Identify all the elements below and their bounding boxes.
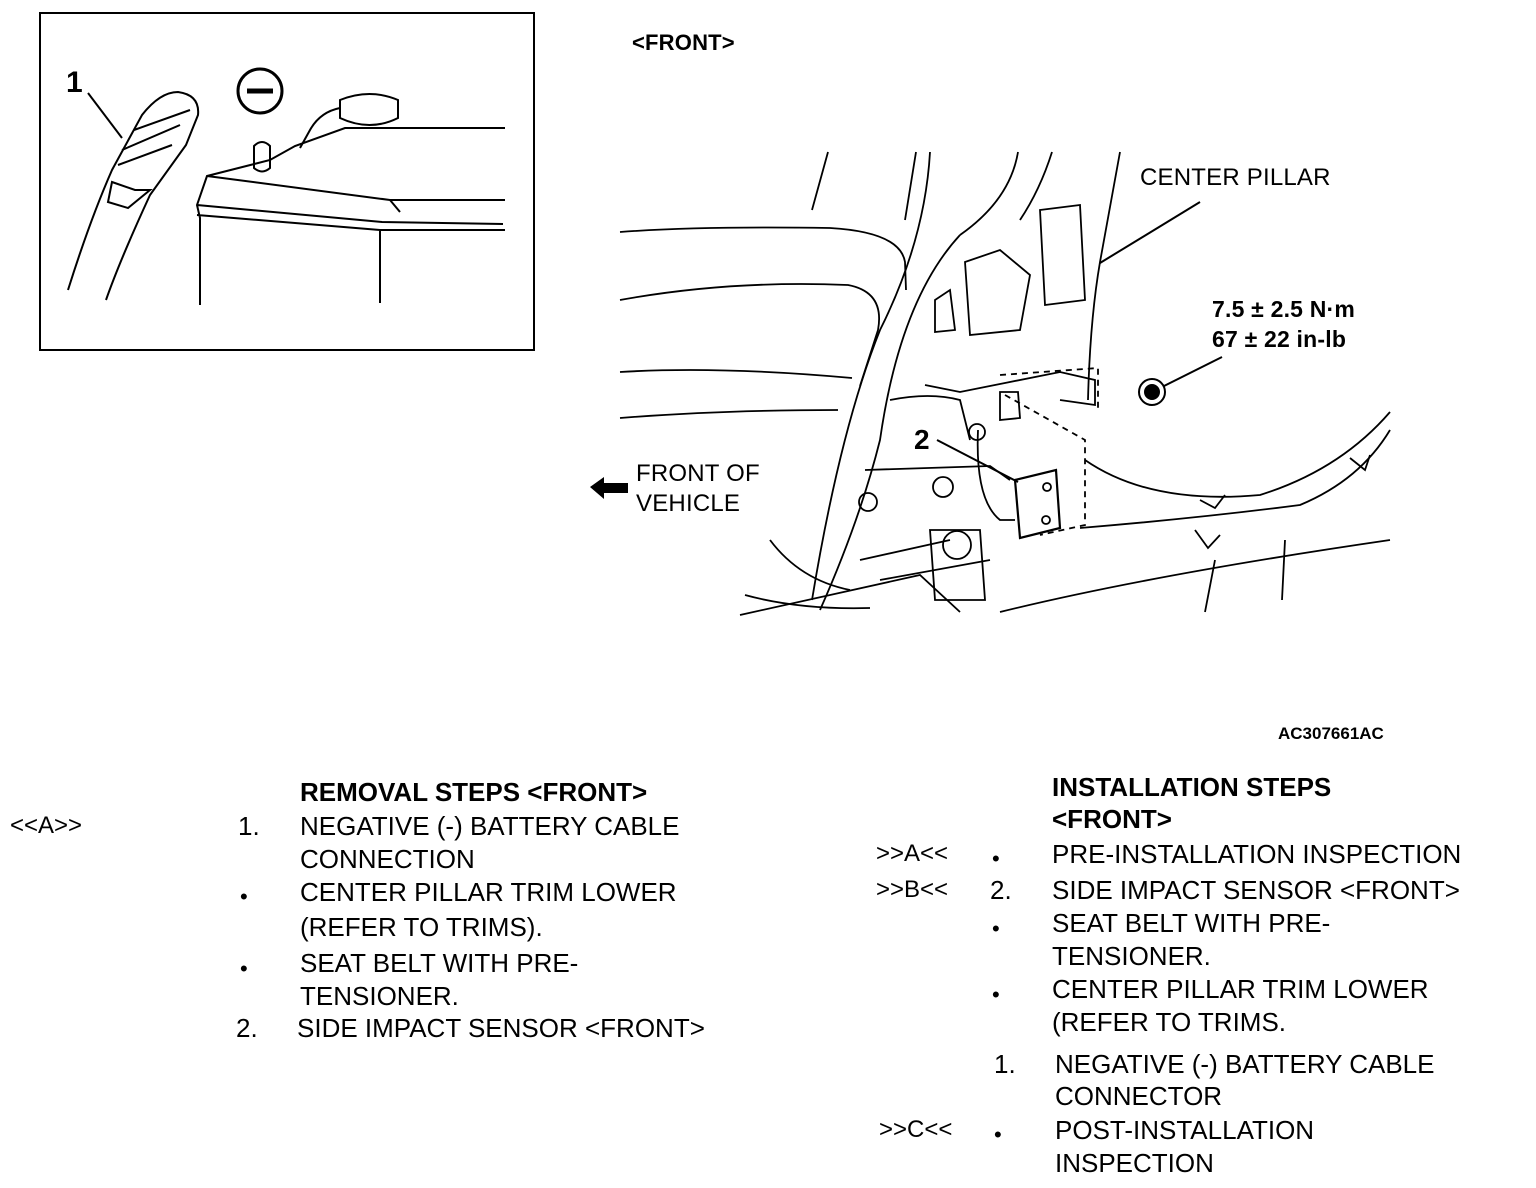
- installation-step-text: SIDE IMPACT SENSOR <FRONT>: [1052, 875, 1460, 905]
- bullet-icon: •: [992, 916, 1000, 941]
- removal-step-text: CENTER PILLAR TRIM LOWER: [300, 877, 677, 907]
- callout-leader-1: [88, 93, 122, 138]
- installation-step-marker: 1.: [994, 1049, 1016, 1079]
- front-of-vehicle-line2: VEHICLE: [636, 490, 741, 517]
- removal-step-marker: 1.: [238, 811, 260, 841]
- removal-title: REMOVAL STEPS <FRONT>: [300, 777, 648, 807]
- battery-cap: [340, 94, 398, 125]
- battery-inset: [40, 13, 534, 350]
- installation-code: >>A<<: [876, 840, 949, 867]
- bullet-icon: •: [992, 846, 1000, 871]
- installation-code: >>B<<: [876, 876, 949, 903]
- installation-title: INSTALLATION STEPS: [1052, 772, 1332, 802]
- center-pillar-label: CENTER PILLAR: [1140, 164, 1331, 191]
- installation-step-text: CONNECTOR: [1055, 1081, 1223, 1111]
- torque-nm: 7.5 ± 2.5 N·m: [1212, 296, 1356, 322]
- removal-step-text: SIDE IMPACT SENSOR <FRONT>: [297, 1013, 705, 1043]
- bullet-icon: •: [994, 1122, 1002, 1147]
- installation-step-text: (REFER TO TRIMS.: [1052, 1007, 1287, 1037]
- torque-leader: [1160, 357, 1222, 388]
- bolt-nut-icon: [1139, 379, 1165, 405]
- installation-title: <FRONT>: [1052, 804, 1172, 834]
- installation-step-text: INSPECTION: [1055, 1148, 1214, 1178]
- removal-step-text: TENSIONER.: [300, 981, 459, 1011]
- bullet-icon: •: [992, 982, 1000, 1007]
- figure-id: AC307661AC: [1278, 724, 1384, 743]
- removal-step-text: CONNECTION: [300, 844, 475, 874]
- installation-step-text: PRE-INSTALLATION INSPECTION: [1052, 839, 1462, 869]
- inset-frame: [40, 13, 534, 350]
- callout-leader-2: [937, 440, 1018, 482]
- installation-code: >>C<<: [879, 1116, 953, 1143]
- installation-step-text: SEAT BELT WITH PRE-: [1052, 908, 1331, 938]
- callout-number-2: 2: [914, 424, 930, 455]
- minus-circle-icon: [238, 69, 282, 113]
- callout-number-1: 1: [66, 66, 83, 99]
- battery-case: [197, 128, 505, 305]
- view-label: <FRONT>: [632, 30, 735, 55]
- bullet-icon: •: [240, 884, 248, 909]
- center-pillar-diagram: [620, 152, 1390, 615]
- removal-step-text: SEAT BELT WITH PRE-: [300, 948, 579, 978]
- center-pillar-leader: [1100, 202, 1200, 263]
- installation-step-text: TENSIONER.: [1052, 941, 1211, 971]
- installation-step-marker: 2.: [990, 875, 1012, 905]
- removal-step-marker: 2.: [236, 1013, 258, 1043]
- removal-step-text: (REFER TO TRIMS).: [300, 912, 543, 942]
- negative-terminal: [254, 142, 270, 172]
- front-of-vehicle-line1: FRONT OF: [636, 460, 760, 487]
- bullet-icon: •: [240, 956, 248, 981]
- installation-step-text: POST-INSTALLATION: [1055, 1115, 1315, 1145]
- removal-code-a: <<A>>: [10, 812, 83, 839]
- side-impact-sensor: [1015, 470, 1060, 538]
- removal-step-text: NEGATIVE (-) BATTERY CABLE: [300, 811, 680, 841]
- installation-step-text: CENTER PILLAR TRIM LOWER: [1052, 974, 1429, 1004]
- left-arrow-icon: [590, 477, 628, 499]
- torque-inlb: 67 ± 22 in-lb: [1212, 326, 1347, 352]
- installation-step-text: NEGATIVE (-) BATTERY CABLE: [1055, 1049, 1435, 1079]
- battery-cable: [68, 92, 198, 300]
